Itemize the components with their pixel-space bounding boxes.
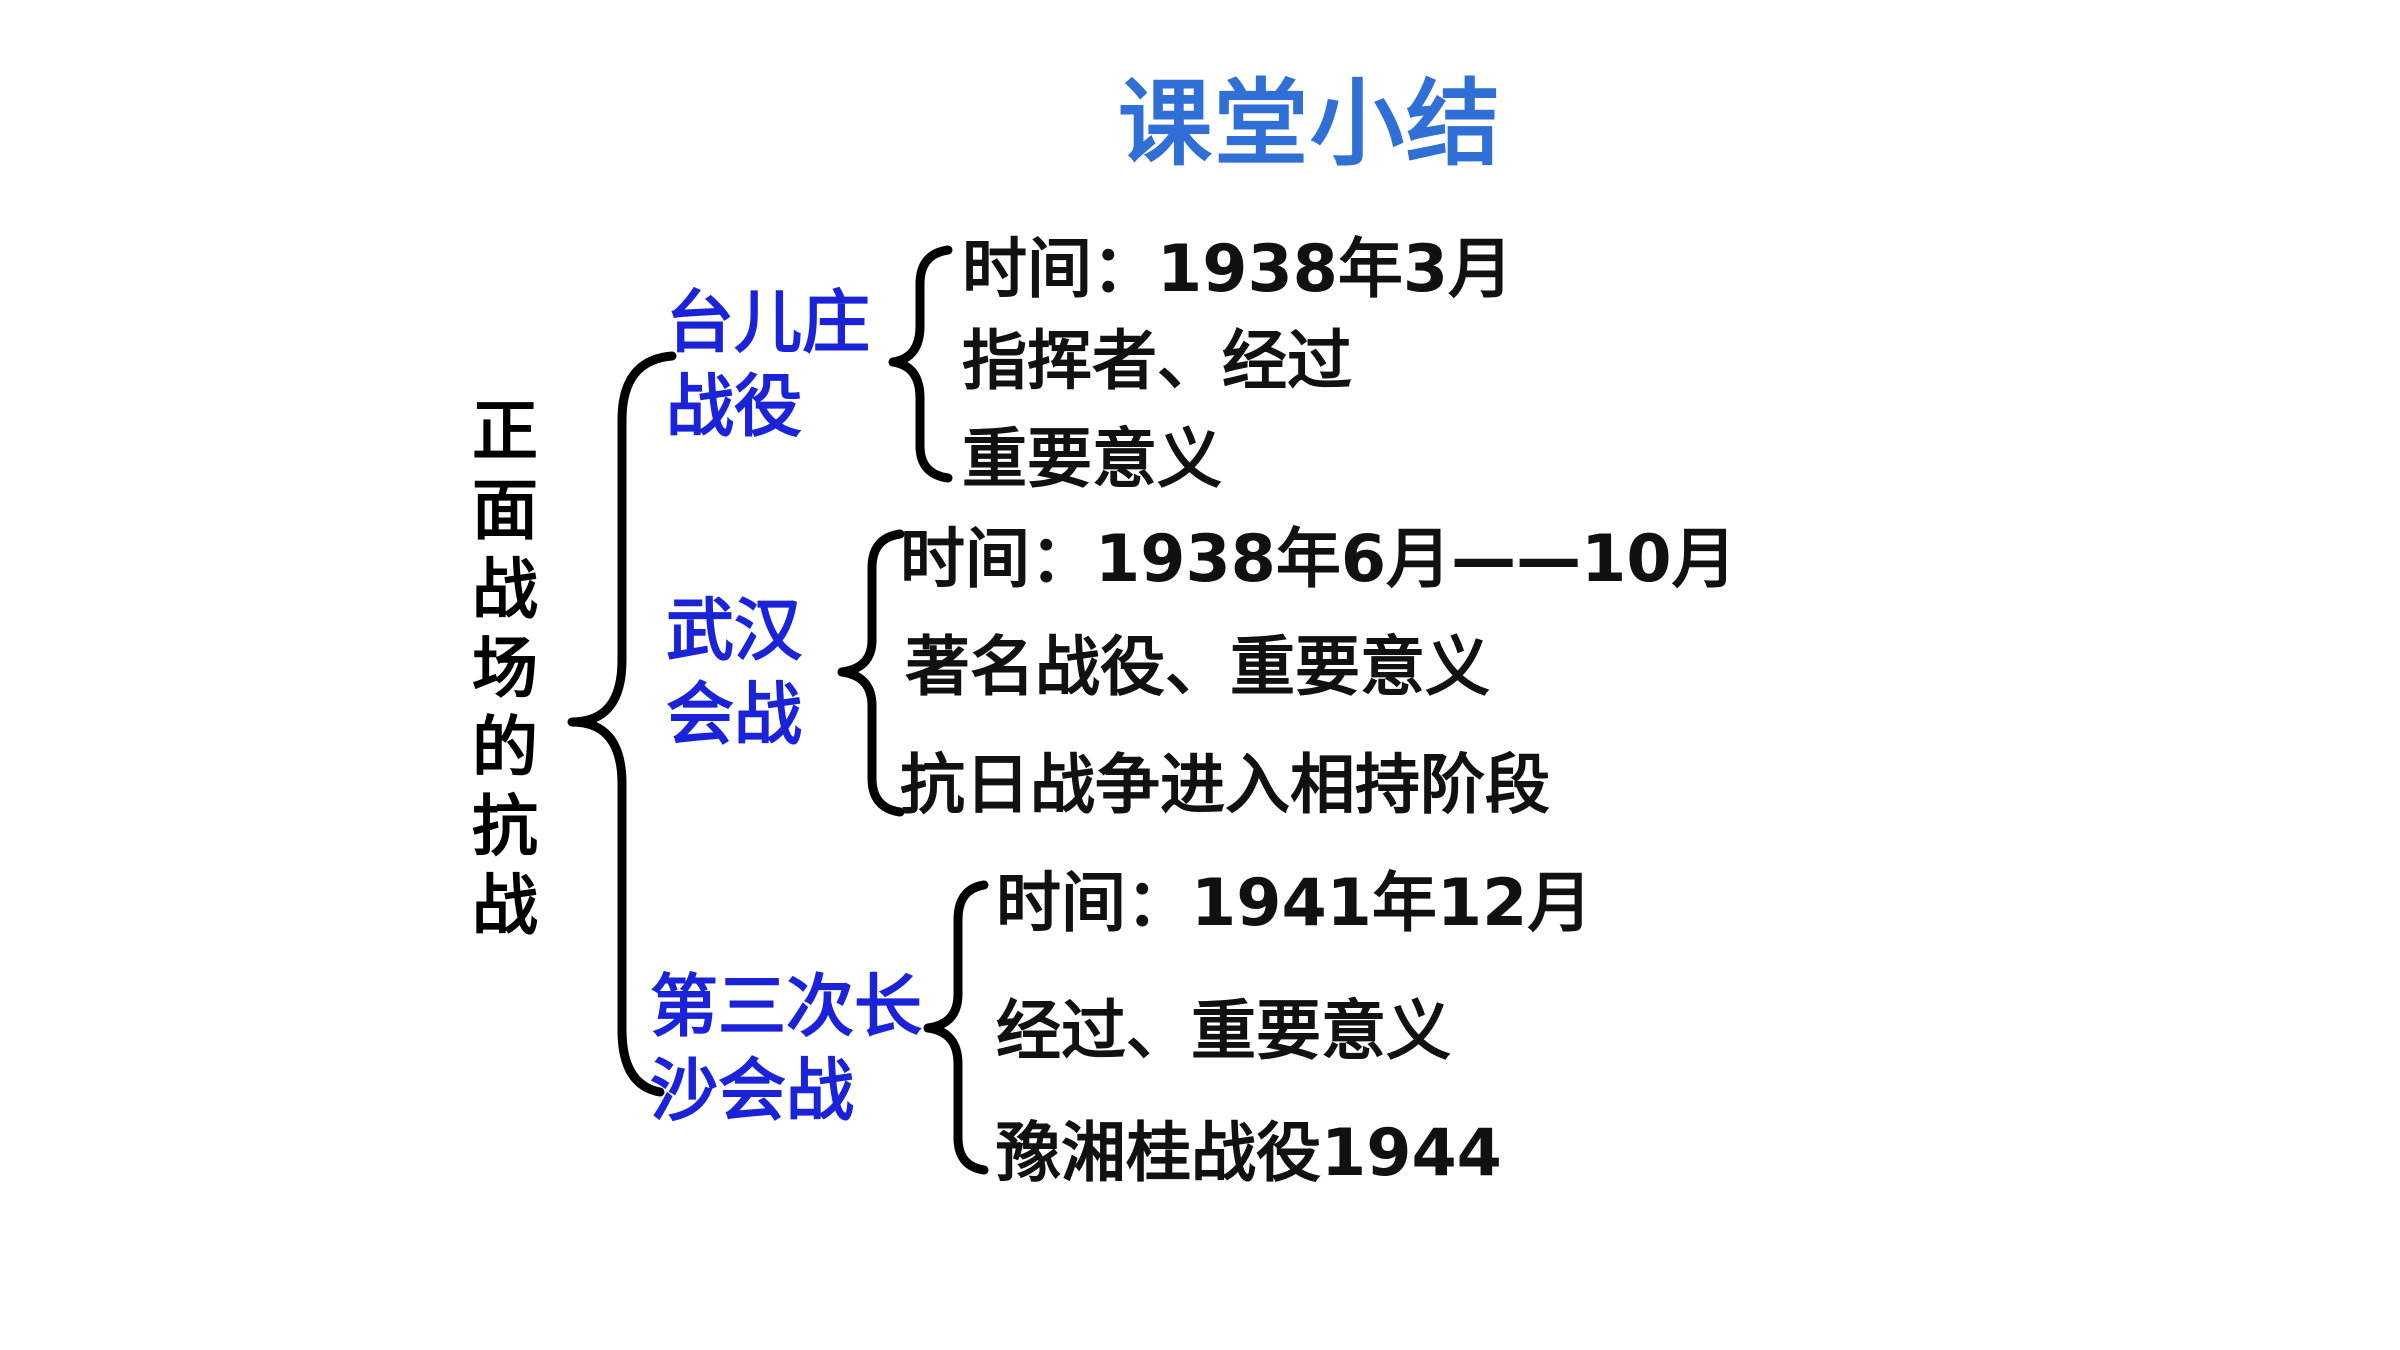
branch-line: 台儿庄 xyxy=(666,284,871,363)
leaf-item: 著名战役、重要意义 xyxy=(905,630,1491,705)
branch-wuhan: 武汉 会战 xyxy=(666,590,802,758)
root-topic-label: 正面战场的抗战 xyxy=(472,393,538,944)
leaf-item: 重要意义 xyxy=(962,422,1223,497)
branch-changsha: 第三次长 沙会战 xyxy=(650,966,922,1134)
leaf-item: 时间：1941年12月 xyxy=(996,866,1593,941)
leaf-item: 经过、重要意义 xyxy=(996,994,1452,1069)
leaf-item: 豫湘桂战役1944 xyxy=(996,1116,1502,1191)
branch-line: 武汉 xyxy=(666,592,803,671)
leaf-item: 时间：1938年3月 xyxy=(962,232,1514,307)
branch-line: 第三次长 xyxy=(650,968,923,1047)
branch-line: 沙会战 xyxy=(650,1052,855,1131)
brace-1 xyxy=(888,245,953,483)
leaf-item: 指挥者、经过 xyxy=(962,324,1353,399)
leaf-item: 时间：1938年6月——10月 xyxy=(900,522,1737,597)
brace-2 xyxy=(837,529,905,817)
leaf-item: 抗日战争进入相持阶段 xyxy=(900,748,1551,823)
branch-taierzhuang: 台儿庄 战役 xyxy=(666,282,870,450)
branch-line: 战役 xyxy=(666,368,803,447)
slide-title: 课堂小结 xyxy=(1118,70,1503,179)
main-brace xyxy=(567,351,677,1097)
brace-3 xyxy=(923,880,989,1175)
branch-line: 会战 xyxy=(666,676,803,755)
